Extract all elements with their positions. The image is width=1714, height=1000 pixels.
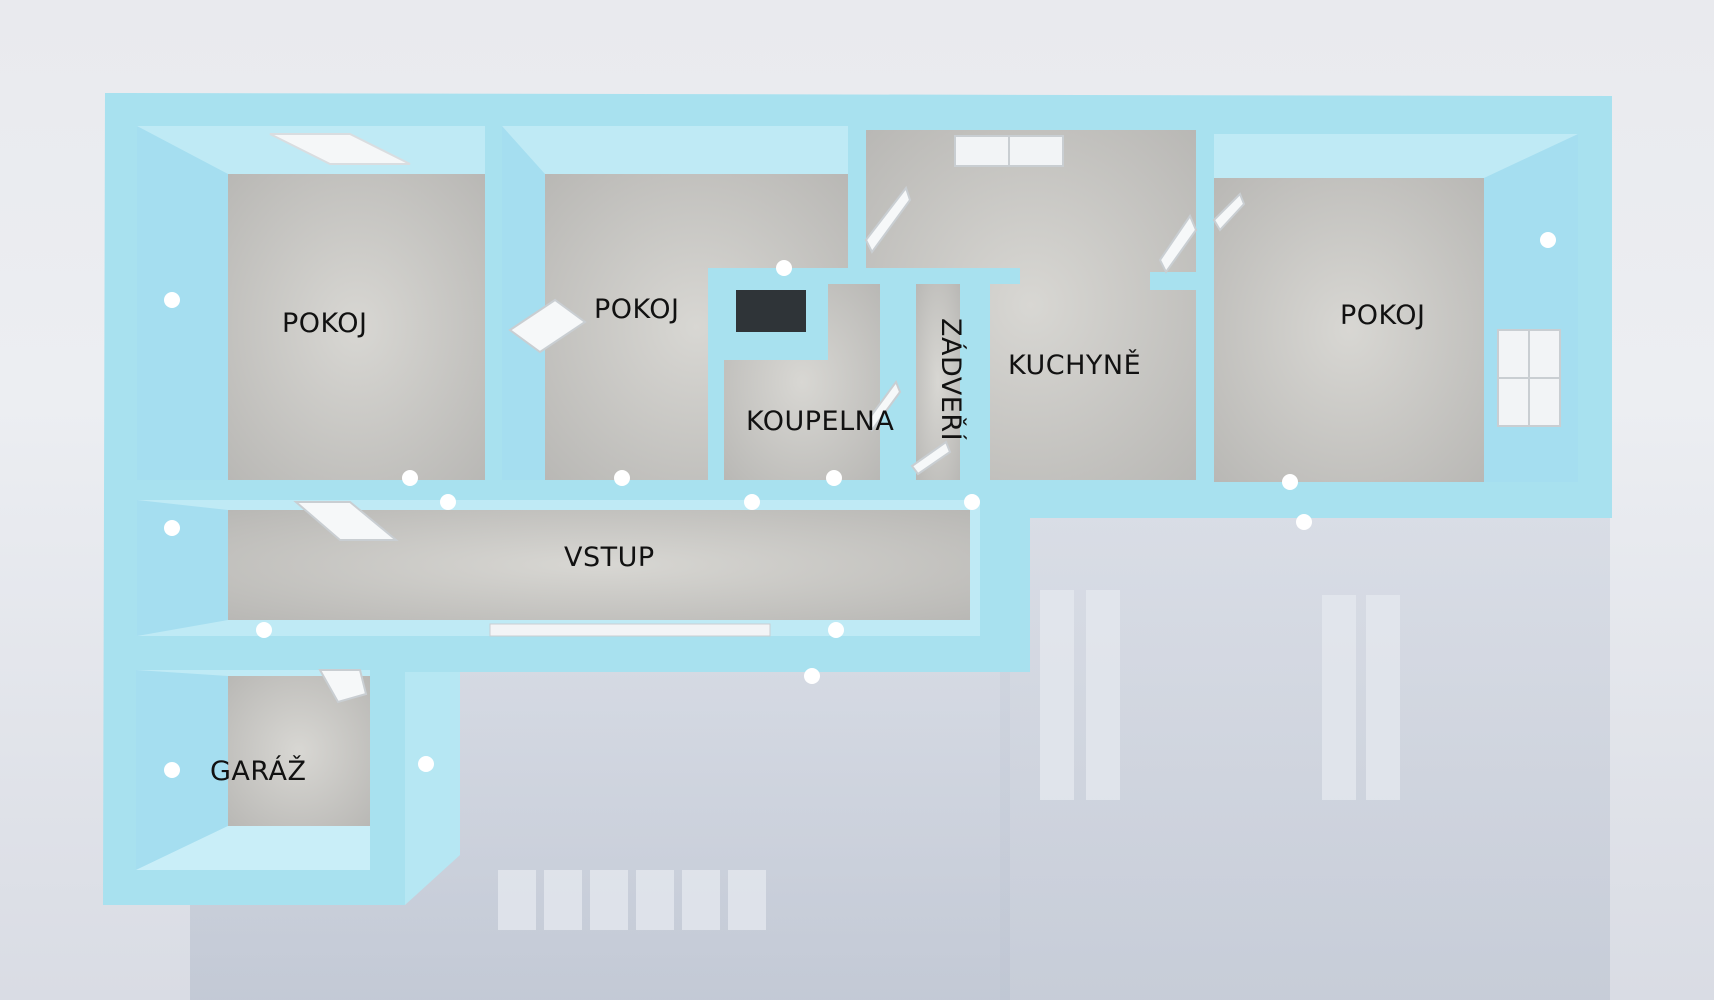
doors <box>293 185 1246 704</box>
floor-reflection <box>190 235 1610 1000</box>
room-label-pokoj-1: POKOJ <box>282 308 368 339</box>
room-label-vstup: VSTUP <box>564 542 655 573</box>
room-label-pokoj-2: POKOJ <box>594 294 680 325</box>
room-label-pokoj-3: POKOJ <box>1340 300 1426 331</box>
light-fixtures <box>164 232 1556 778</box>
windows <box>269 133 1561 637</box>
room-label-garaz: GARÁŽ <box>210 756 307 787</box>
room-label-koupelna: KOUPELNA <box>746 406 895 437</box>
interior-walls <box>137 126 1610 670</box>
room-floors <box>136 126 1578 870</box>
room-label-kuchyne: KUCHYNĚ <box>1008 350 1142 381</box>
room-label-zadveri: ZÁDVEŘÍ <box>935 318 966 442</box>
